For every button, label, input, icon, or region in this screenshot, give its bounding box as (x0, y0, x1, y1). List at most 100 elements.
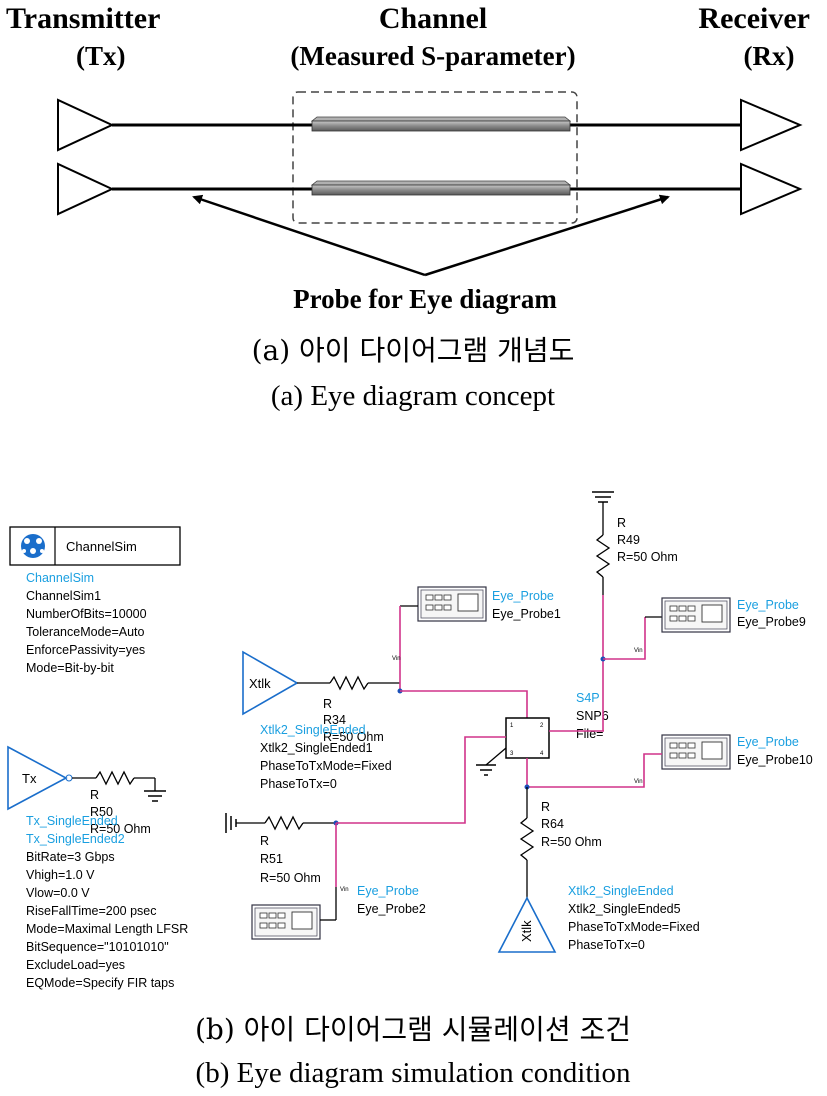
transmitter-sub: (Tx) (76, 41, 126, 71)
caption-b-en: (b) Eye diagram simulation condition (196, 1057, 631, 1089)
caption-a-kr: (a) 아이 다이어그램 개념도 (252, 334, 575, 367)
probe2-type: Eye_Probe (357, 884, 419, 898)
xtlk-top-type: Xtlk2_SingleEnded (260, 723, 366, 737)
channel-box (292, 91, 578, 224)
probe10-vin: Vin (634, 779, 643, 785)
r50-value: R=50 Ohm (90, 822, 151, 836)
xtlk-top-param: PhaseToTx=0 (260, 777, 337, 791)
xtlk-top-symbol (242, 650, 299, 716)
eye-probe-10-icon (661, 734, 731, 770)
s4p-file: File= (576, 727, 603, 741)
channel-bar-1 (311, 120, 571, 132)
probe2-name: Eye_Probe2 (357, 902, 426, 916)
tx-name: Tx_SingleEnded2 (26, 832, 125, 846)
channel-sub: (Measured S-parameter) (290, 41, 575, 71)
probe-arrow-right (424, 194, 670, 277)
probe10-name: Eye_Probe10 (737, 753, 813, 767)
wire-probe10 (527, 753, 662, 788)
xtlk-bottom-name: Xtlk2_SingleEnded5 (568, 902, 681, 916)
r64-r: R (541, 800, 550, 814)
probe9-type: Eye_Probe (737, 598, 799, 612)
tx-param: BitRate=3 Gbps (26, 850, 115, 864)
xtlk-bottom-type: Xtlk2_SingleEnded (568, 884, 674, 898)
tx-param: EQMode=Specify FIR taps (26, 976, 174, 990)
rx-buffer-2 (740, 162, 803, 216)
r50-r: R (90, 788, 99, 802)
resistor-r51 (264, 815, 304, 831)
svg-text:1: 1 (510, 723, 514, 729)
channelsim-param: ToleranceMode=Auto (26, 625, 145, 639)
tx-symbol-label: Tx (22, 771, 37, 786)
tx-buffer-2 (57, 162, 115, 216)
concept-diagram: Transmitter (Tx) Channel (Measured S-par… (6, 2, 810, 412)
resistor-r34 (329, 675, 369, 691)
tx-param: BitSequence="10101010" (26, 940, 169, 954)
channelsim-param: NumberOfBits=10000 (26, 607, 147, 621)
receiver-title: Receiver (698, 2, 810, 35)
probe1-name: Eye_Probe1 (492, 607, 561, 621)
probe9-name: Eye_Probe9 (737, 615, 806, 629)
r34-r: R (323, 697, 332, 711)
r49-r: R (617, 516, 626, 530)
channelsim-type: ChannelSim (26, 571, 94, 585)
transmitter-title: Transmitter (6, 2, 160, 35)
tx-param: Mode=Maximal Length LFSR (26, 922, 188, 936)
r49-name: R49 (617, 533, 640, 547)
r64-name: R64 (541, 817, 564, 831)
tx-param: Vlow=0.0 V (26, 886, 90, 900)
tx-param: Vhigh=1.0 V (26, 868, 95, 882)
r51-name: R51 (260, 852, 283, 866)
probe1-type: Eye_Probe (492, 589, 554, 603)
channelsim-box-label: ChannelSim (66, 539, 137, 554)
caption-a-en: (a) Eye diagram concept (271, 380, 555, 412)
s4p-block (505, 717, 550, 759)
tx-param: RiseFallTime=200 psec (26, 904, 157, 918)
xtlk-bottom-param: PhaseToTx=0 (568, 938, 645, 952)
channelsim-param: EnforcePassivity=yes (26, 643, 145, 657)
channelsim-icon (21, 534, 45, 558)
r34-value: R=50 Ohm (323, 730, 384, 744)
channel-title: Channel (379, 2, 487, 35)
resistor-r64 (519, 817, 535, 861)
xtlk-top-symbol-label: Xtlk (249, 676, 271, 691)
resistor-r49 (595, 534, 611, 578)
r50-name: R50 (90, 805, 113, 819)
eye-probe-2-icon (251, 904, 321, 940)
wire-xtlk-top (400, 690, 528, 718)
r51-r: R (260, 834, 269, 848)
svg-text:3: 3 (510, 751, 514, 757)
tx-source-symbol (7, 745, 68, 811)
r64-value: R=50 Ohm (541, 835, 602, 849)
probe9-vin: Vin (634, 648, 643, 654)
channelsim-name: ChannelSim1 (26, 589, 101, 603)
svg-text:2: 2 (540, 723, 544, 729)
channel-bar-2 (311, 184, 571, 196)
receiver-sub: (Rx) (744, 41, 795, 71)
probe-label: Probe for Eye diagram (293, 284, 557, 314)
caption-b-kr: (b) 아이 다이어그램 시뮬레이션 조건 (195, 1013, 631, 1046)
tx-buffer-1 (57, 98, 115, 152)
xtlk-top-param: PhaseToTxMode=Fixed (260, 759, 392, 773)
wire-r51 (336, 736, 486, 824)
s4p-name: SNP6 (576, 709, 609, 723)
xtlk-top-name: Xtlk2_SingleEnded1 (260, 741, 373, 755)
tx-type: Tx_SingleEnded (26, 814, 118, 828)
probe-arrow-left (192, 194, 426, 277)
svg-text:4: 4 (540, 751, 544, 757)
xtlk-bottom-symbol-label: Xtlk (519, 920, 534, 942)
r49-value: R=50 Ohm (617, 550, 678, 564)
probe10-type: Eye_Probe (737, 735, 799, 749)
r34-name: R34 (323, 713, 346, 727)
schematic: ChannelSim ChannelSim ChannelSim1 Number… (7, 491, 813, 1089)
probe2-vin: Vin (340, 887, 349, 893)
r51-value: R=50 Ohm (260, 871, 321, 885)
xtlk-bottom-param: PhaseToTxMode=Fixed (568, 920, 700, 934)
channelsim-param: Mode=Bit-by-bit (26, 661, 114, 675)
s4p-type: S4P (576, 691, 600, 705)
resistor-r50 (95, 770, 135, 786)
probe1-vin: Vin (392, 656, 401, 662)
rx-buffer-1 (740, 98, 803, 152)
tx-param: ExcludeLoad=yes (26, 958, 125, 972)
